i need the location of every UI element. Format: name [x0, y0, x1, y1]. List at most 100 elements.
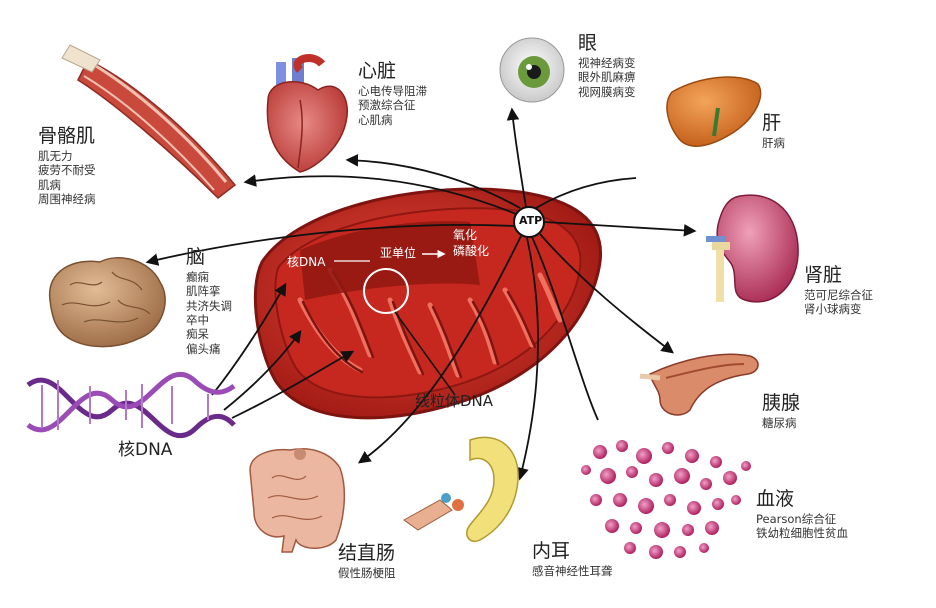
- blood-cell: [664, 494, 676, 506]
- skeletal-muscle-title: 骨骼肌: [38, 125, 96, 147]
- eye-label: 眼 视神经病变 眼外肌麻痹 视网膜病变: [578, 32, 636, 99]
- blood-cell: [731, 495, 741, 505]
- blood-cell: [710, 456, 722, 468]
- heart-title: 心脏: [358, 60, 397, 82]
- eye-item: 眼外肌麻痹: [578, 70, 636, 85]
- blood-cell: [654, 522, 670, 538]
- blood-cell: [685, 449, 699, 463]
- kidney-item: 肾小球病变: [804, 302, 862, 317]
- inner-ear-illustration: [403, 436, 519, 542]
- blood-cell: [616, 440, 628, 452]
- colon-item: 假性肠梗阻: [338, 565, 396, 580]
- dna-helix-illustration: [26, 371, 236, 439]
- oxphos-label-line1: 氧化: [453, 228, 478, 242]
- blood-cell: [649, 473, 663, 487]
- blood-item: 铁幼粒细胞性贫血: [756, 526, 848, 541]
- blood-cell: [593, 445, 607, 459]
- liver-item: 肝病: [762, 135, 785, 150]
- brain-item: 共济失调: [186, 298, 232, 313]
- colon-illustration: [249, 448, 346, 553]
- brain-item: 痴呆: [186, 327, 209, 342]
- skeletal-muscle-item: 周围神经病: [38, 191, 96, 206]
- pancreas-title: 胰腺: [762, 392, 801, 414]
- arrow-to-blood: [531, 236, 599, 421]
- blood-cell: [741, 461, 751, 471]
- nuclear-dna-arrows: [211, 282, 355, 419]
- heart-label: 心脏 心电传导阻滞 预激综合征 心肌病: [358, 60, 427, 127]
- blood-cell: [712, 498, 724, 510]
- blood-cell: [605, 519, 619, 533]
- skeletal-muscle-illustration: [61, 44, 237, 199]
- arrow-to-heart: [345, 154, 521, 209]
- pancreas-item: 糖尿病: [762, 415, 797, 430]
- kidney-item: 范可尼综合征: [804, 287, 873, 302]
- arrow-to-eye: [506, 107, 527, 208]
- brain-title: 脑: [186, 246, 206, 268]
- kidney-label: 肾脏 范可尼综合征 肾小球病变: [804, 264, 873, 317]
- pancreas-illustration: [639, 353, 759, 416]
- blood-cell: [682, 524, 694, 536]
- blood-cell: [638, 498, 654, 514]
- arrow-to-skeletal-muscle: [243, 174, 517, 215]
- blood-cell: [700, 478, 712, 490]
- skeletal-muscle-item: 肌无力: [38, 148, 73, 163]
- arrow-to-kidney: [543, 221, 697, 237]
- blood-cells-illustration: [581, 440, 751, 559]
- inner-ear-item: 感音神经性耳聋: [532, 563, 613, 578]
- arrow-to-liver: [535, 177, 637, 209]
- atp-label: ATP: [519, 214, 543, 227]
- blood-cell: [624, 542, 636, 554]
- eye-item: 视神经病变: [578, 55, 636, 70]
- colon-label: 结直肠 假性肠梗阻: [338, 542, 396, 580]
- kidney-illustration: [706, 194, 799, 303]
- nuclear-dna-inner-label: 核DNA: [287, 255, 326, 269]
- brain-label: 脑 癫痫 肌阵挛 共济失调 卒中 痴呆 偏头痛: [186, 246, 232, 356]
- arrow-to-inner-ear: [516, 237, 539, 481]
- eye-item: 视网膜病变: [578, 84, 636, 99]
- blood-cell: [674, 468, 690, 484]
- arrow-to-colon: [357, 235, 522, 464]
- blood-cell: [699, 543, 709, 553]
- blood-cell: [687, 501, 701, 515]
- blood-cell: [626, 466, 638, 478]
- brain-item: 肌阵挛: [186, 284, 221, 299]
- heart-item: 心肌病: [358, 112, 393, 127]
- liver-label: 肝 肝病: [762, 112, 785, 150]
- blood-cell: [723, 471, 737, 485]
- blood-label: 血液 Pearson综合征 铁幼粒细胞性贫血: [756, 488, 848, 541]
- atp-arrows: [145, 107, 697, 481]
- brain-item: 癫痫: [186, 269, 209, 284]
- brain-item: 偏头痛: [186, 341, 221, 356]
- heart-item: 预激综合征: [358, 98, 416, 113]
- kidney-title: 肾脏: [804, 264, 843, 286]
- blood-cell: [590, 494, 602, 506]
- oxphos-label-line2: 磷酸化: [453, 244, 490, 258]
- skeletal-muscle-label: 骨骼肌 肌无力 疲劳不耐受 肌病 周围神经病: [38, 125, 96, 206]
- skeletal-muscle-item: 疲劳不耐受: [38, 163, 96, 178]
- subunit-label: 亚单位: [380, 246, 417, 260]
- heart-item: 心电传导阻滞: [358, 83, 427, 98]
- arrow-to-brain: [145, 224, 515, 266]
- blood-cell: [613, 493, 627, 507]
- skeletal-muscle-item: 肌病: [38, 177, 61, 192]
- eye-illustration: [499, 37, 565, 103]
- inner-ear-label: 内耳 感音神经性耳聋: [532, 540, 613, 578]
- pancreas-label: 胰腺 糖尿病: [762, 392, 800, 430]
- blood-cell: [705, 521, 719, 535]
- heart-illustration: [266, 54, 348, 173]
- nuclear-dna-label: 核DNA: [118, 440, 173, 460]
- eye-title: 眼: [578, 32, 598, 54]
- blood-cell: [581, 465, 591, 475]
- blood-cell: [600, 468, 616, 484]
- mitochondrion: [253, 187, 603, 420]
- colon-title: 结直肠: [338, 542, 396, 564]
- blood-title: 血液: [756, 488, 795, 510]
- blood-cell: [662, 442, 674, 454]
- inner-ear-title: 内耳: [532, 540, 571, 562]
- blood-cell: [649, 545, 663, 559]
- liver-title: 肝: [762, 112, 782, 134]
- blood-cell: [630, 522, 642, 534]
- blood-item: Pearson综合征: [756, 511, 837, 526]
- brain-item: 卒中: [186, 312, 209, 327]
